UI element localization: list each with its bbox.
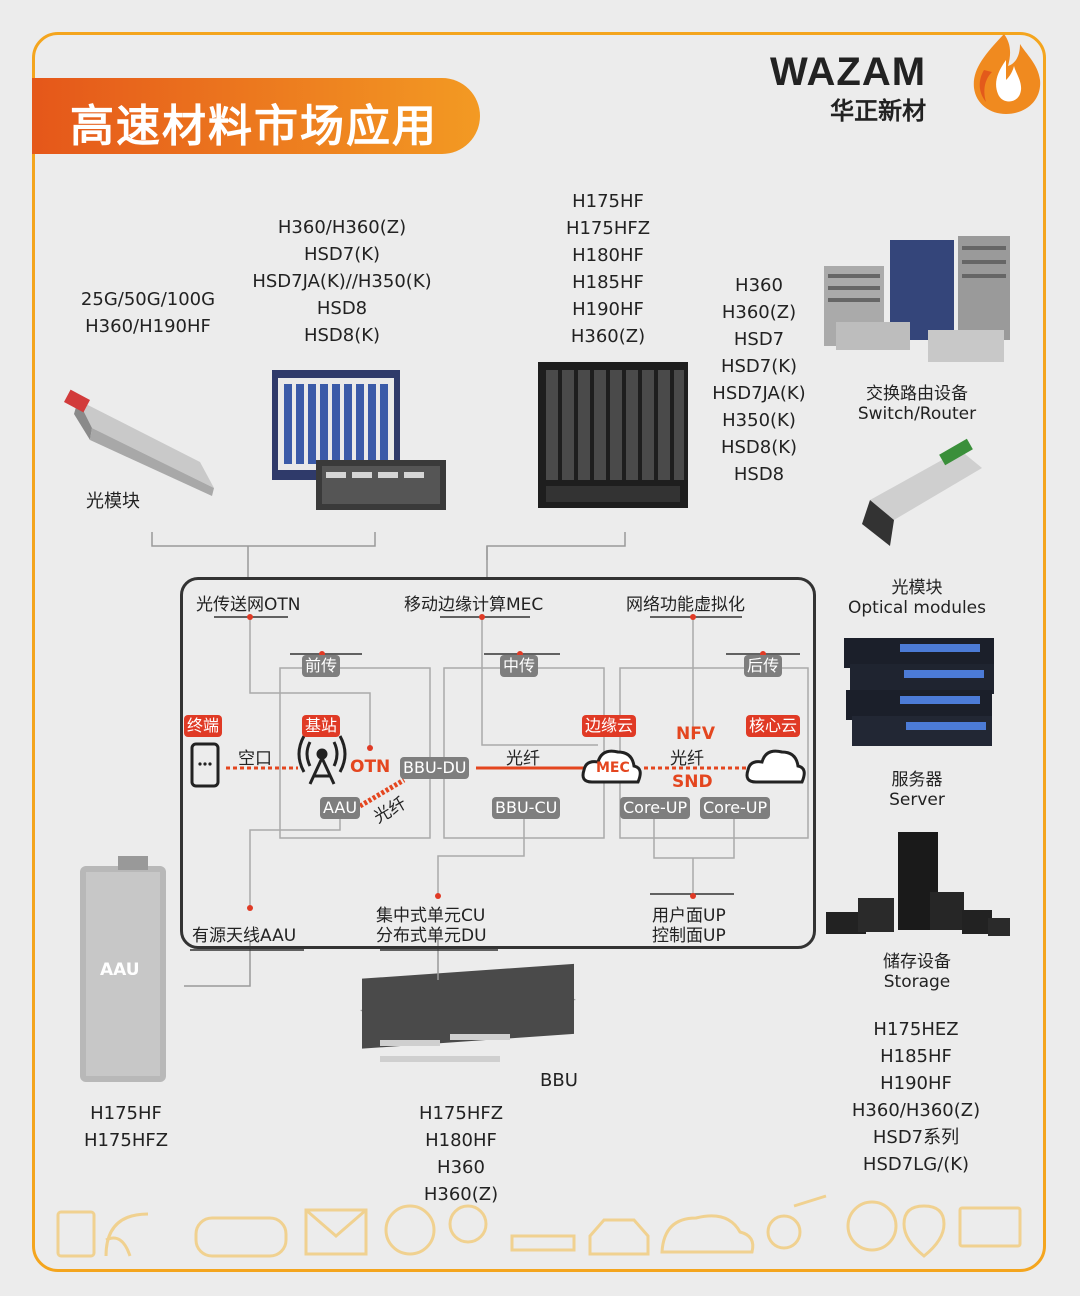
server-rack-materials: H175HF H175HFZ H180HF H185HF H190HF H360… [565, 191, 651, 347]
storage-image [826, 832, 1010, 936]
right-column-materials: H360 H360(Z) HSD7 HSD7(K) HSD7JA(K) H350… [712, 275, 806, 485]
aau-materials: H175HF H175HFZ [83, 1103, 169, 1151]
optical-module-image [64, 389, 214, 496]
antenna-icon [297, 735, 347, 785]
base-station-tag: 基站 [302, 715, 341, 737]
bbu-caption: BBU [540, 1070, 578, 1091]
page-title: 高速材料市场应用 [70, 101, 438, 152]
up-label: 用户面UP [652, 906, 726, 926]
bbu-du-tag: BBU-DU [400, 757, 470, 779]
aau-tag: AAU [320, 797, 361, 819]
nfv-title: 网络功能虚拟化 [626, 595, 745, 615]
otn-materials: H360/H360(Z) HSD7(K) HSD7JA(K)//H350(K) … [252, 217, 432, 346]
active-antenna-label: 有源天线AAU [192, 926, 297, 946]
brand-name-en: WAZAM [770, 50, 927, 94]
phone-icon [190, 742, 220, 788]
cu-label: 集中式单元CU [376, 906, 486, 926]
storage-caption: 储存设备 Storage [883, 952, 951, 992]
terminal-tag: 终端 [184, 715, 223, 737]
backhaul-tag: 后传 [744, 655, 783, 677]
core-cloud-icon [745, 749, 806, 784]
optical-module-caption: 光模块 [86, 491, 140, 512]
air-interface-label: 空口 [238, 749, 272, 769]
brand: WAZAM 华正新材 [770, 50, 926, 126]
midhaul-tag: 中传 [500, 655, 539, 677]
connector-lines [151, 532, 626, 987]
server-image [844, 638, 994, 746]
blade-server-image [538, 362, 688, 508]
fronthaul-tag: 前传 [302, 655, 341, 677]
core-cloud-tag: 核心云 [746, 715, 801, 737]
fiber-label-back: 光纤 [670, 749, 704, 769]
brand-name-cn: 华正新材 [830, 97, 927, 125]
network-diagram-box [180, 577, 816, 949]
otn-title: 光传送网OTN [196, 595, 301, 615]
optical-module-materials: 25G/50G/100G H360/H190HF [80, 289, 216, 337]
optical-module-right-image [862, 438, 982, 546]
core-up-tag-1: Core-UP [620, 797, 691, 819]
bbu-image [360, 963, 576, 1062]
aau-image [80, 856, 166, 1082]
aau-device-label: AAU [100, 960, 140, 980]
otn-equipment-image [272, 370, 446, 510]
flame-logo-icon [973, 34, 1041, 114]
mec-label: MEC [596, 760, 630, 776]
title-underlines [190, 616, 800, 951]
page-frame [32, 32, 1046, 1272]
otn-label: OTN [350, 757, 391, 777]
edge-cloud-icon [581, 749, 642, 784]
bbu-cu-tag: BBU-CU [492, 797, 561, 819]
mec-title: 移动边缘计算MEC [404, 595, 544, 615]
flow-lines [226, 766, 746, 809]
du-label: 分布式单元DU [376, 926, 487, 946]
bbu-materials: H175HFZ H180HF H360 H360(Z) [418, 1103, 504, 1205]
nfv-label: NFV [676, 724, 715, 744]
storage-materials: H175HEZ H185HF H190HF H360/H360(Z) HSD7系… [851, 1019, 981, 1175]
snd-label: SND [672, 772, 713, 792]
switch-router-caption: 交换路由设备 Switch/Router [857, 384, 977, 424]
core-up-tag-2: Core-UP [700, 797, 771, 819]
server-caption: 服务器 Server [889, 770, 945, 810]
fiber-label-mid: 光纤 [506, 749, 540, 769]
switch-router-image [824, 236, 1010, 362]
title-banner [32, 78, 480, 154]
optical-module-right-caption: 光模块 Optical modules [847, 578, 987, 618]
cp-label: 控制面UP [652, 926, 726, 946]
edge-cloud-tag: 边缘云 [582, 715, 637, 737]
